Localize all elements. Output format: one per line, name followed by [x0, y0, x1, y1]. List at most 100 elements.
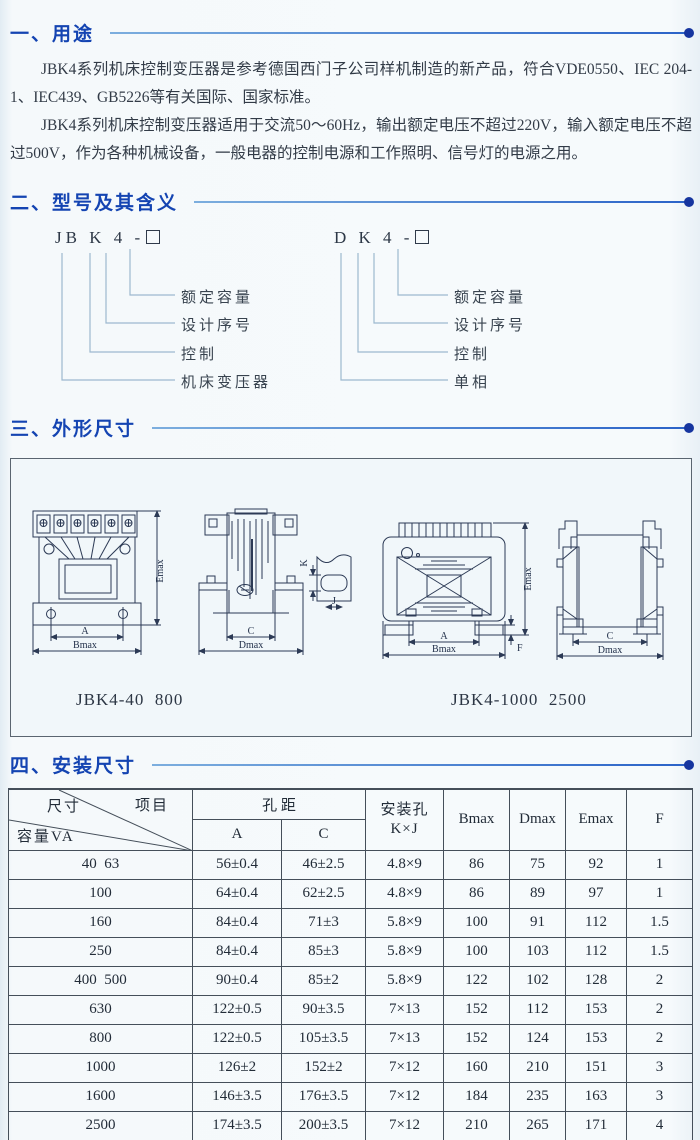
label-rated-capacity: 额定容量 [454, 290, 527, 306]
cell-emax: 97 [565, 878, 628, 909]
label-design-serial: 设计序号 [454, 318, 527, 334]
dim-label-emax: Emax [155, 559, 166, 582]
rule-end-dot [684, 422, 694, 433]
cell-hole-c: 176±3.5 [280, 1081, 367, 1112]
cell-bmax: 86 [443, 878, 511, 909]
cell-hole-a: 126±2 [192, 1052, 282, 1083]
side-view-large-type [556, 520, 664, 660]
cell-install-hole: 5.8×9 [365, 965, 445, 996]
cell-emax: 128 [565, 965, 628, 996]
cell-hole-a: 122±0.5 [192, 1023, 282, 1054]
cell-install-hole: 4.8×9 [365, 878, 445, 909]
header-dmax: Dmax [509, 788, 567, 851]
cell-capacity: 250 [8, 936, 193, 967]
cell-hole-c: 152±2 [280, 1052, 367, 1083]
cell-bmax: 152 [443, 1023, 511, 1054]
cell-dmax: 124 [509, 1023, 567, 1054]
cell-dmax: 91 [509, 907, 567, 938]
cell-capacity: 400 500 [8, 965, 193, 996]
cell-install-hole: 7×12 [365, 1052, 445, 1083]
cell-f: 3 [626, 1052, 694, 1083]
cell-bmax: 122 [443, 965, 511, 996]
corner-header-cell: 尺寸 项目 容量VA [8, 788, 193, 851]
dim-label-a: A [81, 626, 89, 637]
paragraph-1: JBK4系列机床控制变压器是参考德国西门子公司样机制造的新产品，符合VDE055… [10, 61, 692, 106]
front-view-small-type [32, 510, 161, 655]
cell-dmax: 102 [509, 965, 567, 996]
header-install-hole-line1: 安装孔 [380, 802, 429, 818]
cell-dmax: 235 [509, 1081, 567, 1112]
cell-dmax: 89 [509, 878, 567, 909]
subheader-c: C [280, 818, 367, 851]
corner-diagonals [9, 790, 193, 851]
cell-install-hole: 7×12 [365, 1081, 445, 1112]
cell-install-hole: 4.8×9 [365, 849, 445, 880]
cell-capacity: 800 [8, 1023, 193, 1054]
cell-f: 1.5 [626, 936, 694, 967]
dim-label-dmax: Dmax [239, 640, 263, 651]
section1-title: 一、用途 [10, 24, 95, 45]
cell-dmax: 75 [509, 849, 567, 880]
section2-rule [194, 196, 694, 207]
cell-emax: 151 [565, 1052, 628, 1083]
section3-rule [152, 422, 694, 433]
cell-f: 2 [626, 965, 694, 996]
cell-capacity: 630 [8, 994, 193, 1025]
corner-label-dimension: 尺寸 [47, 799, 82, 815]
front-view-large-type [382, 522, 529, 659]
rule-end-dot [684, 27, 694, 38]
corner-label-item: 项目 [135, 798, 170, 814]
cell-capacity: 1600 [8, 1081, 193, 1112]
cell-hole-a: 174±3.5 [192, 1110, 282, 1140]
cell-capacity: 160 [8, 907, 193, 938]
header-install-hole: 安装孔 K×J [365, 788, 445, 851]
dim-label-f: F [517, 643, 523, 654]
section4-title: 四、安装尺寸 [10, 756, 137, 777]
cell-install-hole: 7×12 [365, 1110, 445, 1140]
cell-bmax: 210 [443, 1110, 511, 1140]
header-bmax: Bmax [443, 788, 511, 851]
dim-label-j: J [332, 596, 336, 607]
model-connector-lines [61, 249, 448, 381]
header-emax: Emax [565, 788, 628, 851]
cell-emax: 163 [565, 1081, 628, 1112]
cell-hole-a: 84±0.4 [192, 907, 282, 938]
section3-header: 三、外形尺寸 [10, 414, 694, 441]
cell-emax: 92 [565, 849, 628, 880]
label-design-serial: 设计序号 [181, 318, 254, 334]
paragraph-2: JBK4系列机床控制变压器适用于交流50～60Hz，输出额定电压不超过220V，… [10, 117, 692, 162]
dim-label-bmax: Bmax [73, 640, 97, 651]
cell-hole-c: 62±2.5 [280, 878, 367, 909]
cell-hole-c: 85±2 [280, 965, 367, 996]
section2-header: 二、型号及其含义 [10, 188, 694, 215]
rule-end-dot [684, 759, 694, 770]
cell-install-hole: 5.8×9 [365, 907, 445, 938]
cell-f: 4 [626, 1110, 694, 1140]
model-code-text: JB K 4 - [55, 228, 145, 247]
dim-label-k: K [299, 559, 310, 567]
cell-capacity: 100 [8, 878, 193, 909]
outline-drawings-box: A Bmax Emax [10, 458, 692, 737]
label-single-phase: 单相 [454, 375, 491, 391]
cell-bmax: 100 [443, 907, 511, 938]
section4-header: 四、安装尺寸 [10, 751, 694, 778]
cell-capacity: 40 63 [8, 849, 193, 880]
caption-jbk4-40-800: JBK4-40 800 [76, 690, 184, 709]
rule-end-dot [684, 196, 694, 207]
cell-f: 2 [626, 994, 694, 1025]
cell-emax: 112 [565, 907, 628, 938]
cell-hole-c: 85±3 [280, 936, 367, 967]
cell-hole-a: 56±0.4 [192, 849, 282, 880]
section1-header: 一、用途 [10, 19, 694, 46]
label-rated-capacity: 额定容量 [181, 290, 254, 306]
dim-label-c: C [248, 626, 255, 637]
capacity-placeholder-box [415, 230, 430, 244]
label-machine-tool-transformer: 机床变压器 [181, 375, 272, 391]
section3-title: 三、外形尺寸 [10, 419, 137, 440]
